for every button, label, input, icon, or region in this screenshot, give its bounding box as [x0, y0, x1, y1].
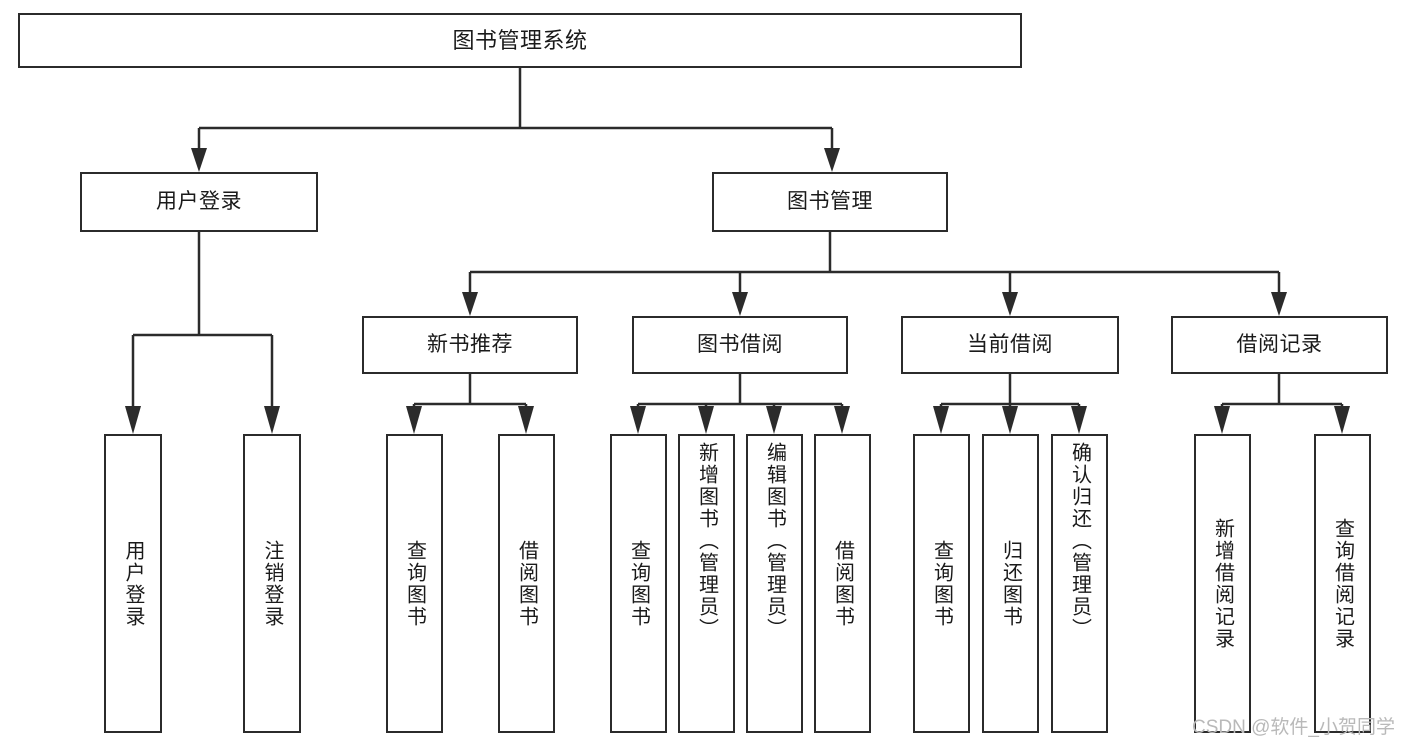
- node-label: 用户登录: [122, 539, 144, 628]
- arrowhead-book-manage: [824, 148, 840, 172]
- node-label: 图书管理: [787, 189, 873, 213]
- leaf-new-book-query-books[interactable]: 查询图书: [386, 434, 443, 733]
- node-label: 查询图书: [627, 539, 650, 628]
- leaf-user-login-logout[interactable]: 注销登录: [243, 434, 301, 733]
- leaf-current-borrow-confirm-return-admin[interactable]: 确认归还（管理员）: [1051, 434, 1108, 733]
- node-label: 归还图书: [999, 539, 1022, 628]
- arrowhead-current-borrow-leaf-1: [933, 406, 949, 434]
- arrowhead-new-book-leaf-2: [518, 406, 534, 434]
- leaf-current-borrow-return-books[interactable]: 归还图书: [982, 434, 1039, 733]
- node-label: 当前借阅: [967, 332, 1053, 356]
- arrowhead-new-book-leaf-1: [406, 406, 422, 434]
- node-label: 借阅图书: [515, 539, 538, 628]
- arrowhead-borrow-record: [1271, 292, 1287, 316]
- node-current-borrow[interactable]: 当前借阅: [901, 316, 1119, 374]
- node-label: 图书借阅: [697, 332, 783, 356]
- arrowhead-book-borrow-leaf-1: [630, 406, 646, 434]
- node-label: 新书推荐: [427, 332, 513, 356]
- leaf-borrow-record-query-record[interactable]: 查询借阅记录: [1314, 434, 1371, 733]
- leaf-user-login-login[interactable]: 用户登录: [104, 434, 162, 733]
- node-label: 注销登录: [261, 539, 283, 628]
- node-label: 图书管理系统: [452, 27, 588, 53]
- node-label: 编辑图书（管理员）: [763, 442, 786, 640]
- node-label: 查询图书: [930, 539, 953, 628]
- node-label: 新增借阅记录: [1211, 517, 1234, 650]
- node-book-management[interactable]: 图书管理: [712, 172, 948, 232]
- arrowhead-current-borrow-leaf-3: [1071, 406, 1087, 434]
- arrowhead-borrow-record-leaf-2: [1334, 406, 1350, 434]
- arrowhead-borrow-record-leaf-1: [1214, 406, 1230, 434]
- arrowhead-book-borrow-leaf-4: [834, 406, 850, 434]
- leaf-new-book-borrow-books[interactable]: 借阅图书: [498, 434, 555, 733]
- arrowhead-user-login-leaf-2: [264, 406, 280, 434]
- leaf-book-borrow-query-books[interactable]: 查询图书: [610, 434, 667, 733]
- leaf-book-borrow-add-book-admin[interactable]: 新增图书（管理员）: [678, 434, 735, 733]
- node-user-login[interactable]: 用户登录: [80, 172, 318, 232]
- arrowhead-user-login-leaf-1: [125, 406, 141, 434]
- node-label: 查询借阅记录: [1331, 517, 1354, 650]
- node-label: 确认归还（管理员）: [1068, 442, 1091, 640]
- node-new-book-recommend[interactable]: 新书推荐: [362, 316, 578, 374]
- arrowhead-book-borrow-leaf-3: [766, 406, 782, 434]
- leaf-book-borrow-borrow-books[interactable]: 借阅图书: [814, 434, 871, 733]
- leaf-current-borrow-query-books[interactable]: 查询图书: [913, 434, 970, 733]
- arrowhead-book-borrow: [732, 292, 748, 316]
- node-borrow-record[interactable]: 借阅记录: [1171, 316, 1388, 374]
- node-label: 借阅图书: [831, 539, 854, 628]
- node-label: 查询图书: [403, 539, 426, 628]
- node-label: 用户登录: [156, 189, 242, 213]
- arrowhead-book-borrow-leaf-2: [698, 406, 714, 434]
- arrowhead-current-borrow-leaf-2: [1002, 406, 1018, 434]
- leaf-book-borrow-edit-book-admin[interactable]: 编辑图书（管理员）: [746, 434, 803, 733]
- arrowhead-new-book: [462, 292, 478, 316]
- node-book-borrow[interactable]: 图书借阅: [632, 316, 848, 374]
- node-root-book-management-system[interactable]: 图书管理系统: [18, 13, 1022, 68]
- arrowhead-current-borrow: [1002, 292, 1018, 316]
- leaf-borrow-record-add-record[interactable]: 新增借阅记录: [1194, 434, 1251, 733]
- node-label: 新增图书（管理员）: [695, 442, 718, 640]
- arrowhead-user-login: [191, 148, 207, 172]
- node-label: 借阅记录: [1236, 332, 1323, 356]
- csdn-watermark: CSDN @软件_小贺同学: [1192, 717, 1395, 738]
